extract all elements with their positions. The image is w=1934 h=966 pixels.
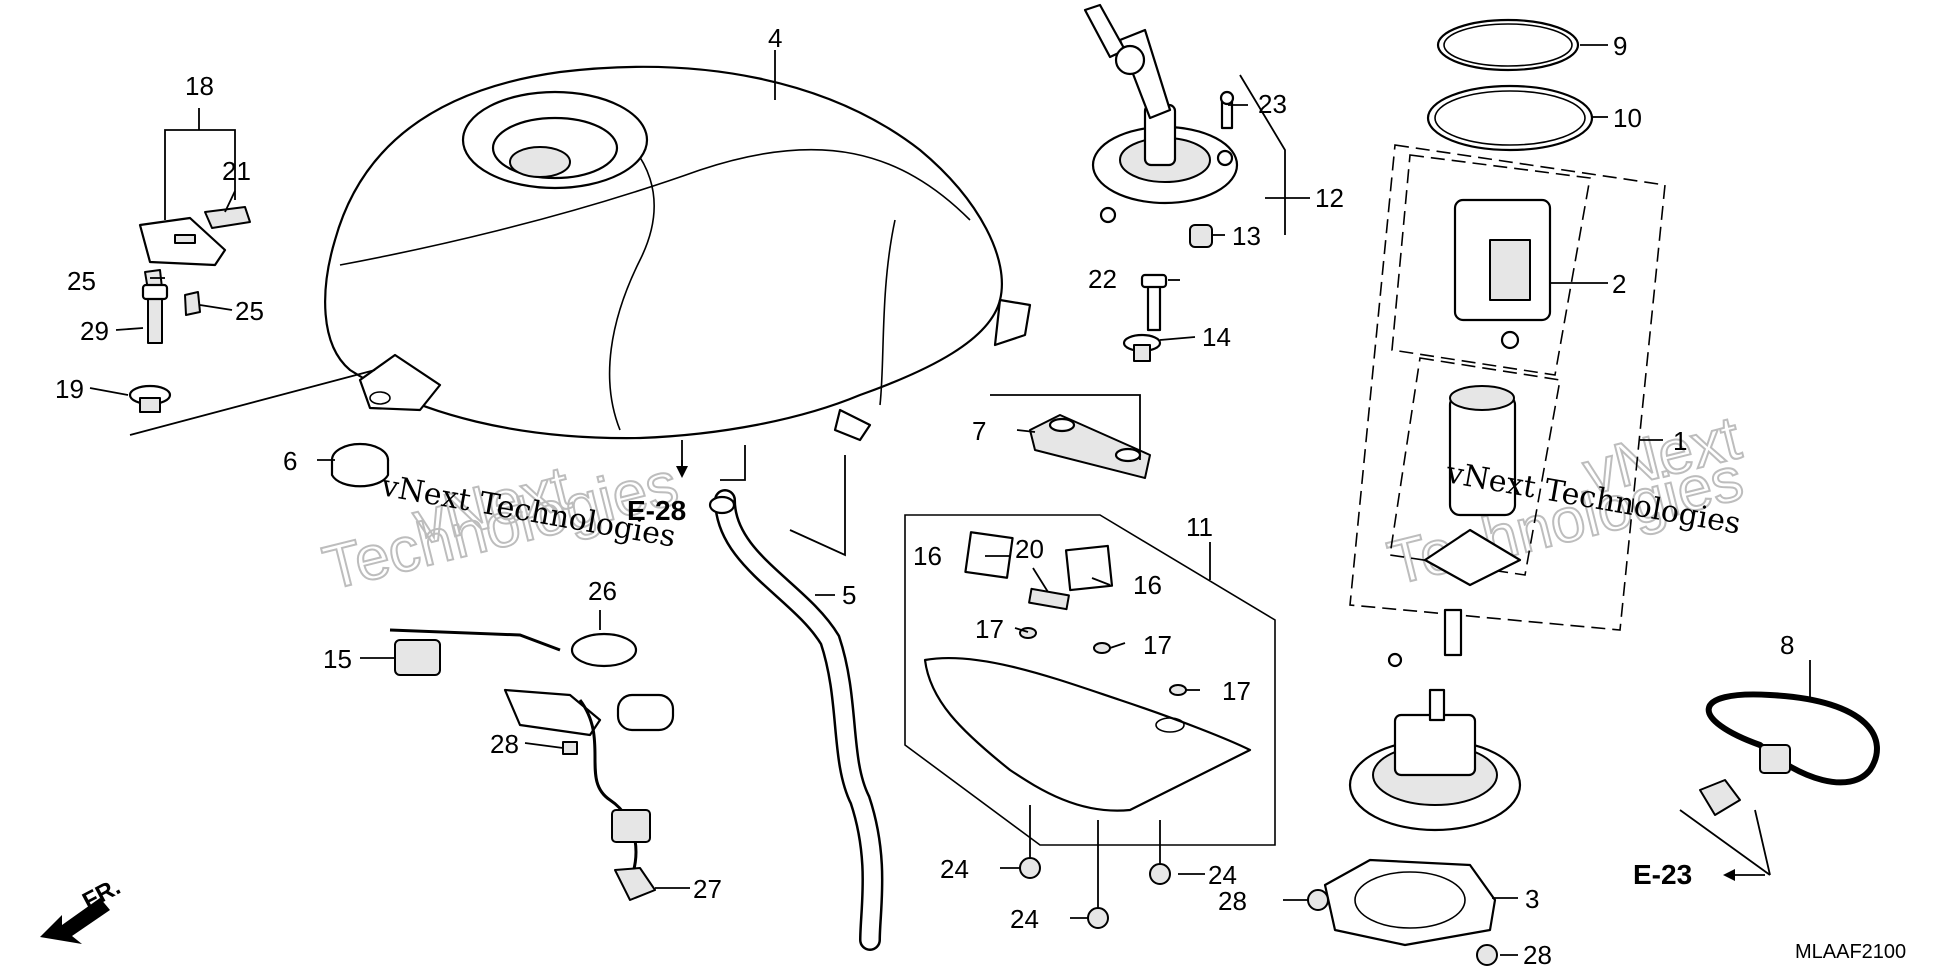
clip-28-icon xyxy=(562,741,578,755)
o-ring-26-icon xyxy=(570,632,638,668)
cap-plug-icon xyxy=(1189,224,1213,248)
callout-24c: 24 xyxy=(1208,860,1237,890)
clip-27-icon xyxy=(614,867,656,901)
filter-group-outline xyxy=(1391,154,1591,376)
callout-11: 11 xyxy=(1186,512,1213,542)
section-references: E-28 E-23 xyxy=(627,460,1765,890)
bolt-23-icon xyxy=(1219,90,1235,130)
diagram-code: MLAAF2100 xyxy=(1795,941,1906,963)
callout-17b: 17 xyxy=(1143,630,1172,660)
callout-12: 12 xyxy=(1315,183,1344,213)
callout-15: 15 xyxy=(323,644,352,674)
callout-25b: 25 xyxy=(235,296,264,326)
wire-harness-8-icon xyxy=(1699,691,1880,816)
fuel-cap-assembly-icon xyxy=(1083,3,1239,224)
fuel-tank-icon xyxy=(324,65,1032,442)
callout-6: 6 xyxy=(283,446,297,476)
collar-19-icon xyxy=(128,384,172,413)
callout-22: 22 xyxy=(1088,264,1117,294)
gasket-icon xyxy=(1323,858,1497,947)
callout-2: 2 xyxy=(1612,269,1626,299)
leader-lines xyxy=(89,44,1811,956)
pad-16a-icon xyxy=(964,531,1014,579)
bolt-29-icon xyxy=(141,283,169,344)
rubber-7-icon xyxy=(1029,414,1151,479)
callout-24a: 24 xyxy=(940,854,969,884)
callout-1: 1 xyxy=(1673,426,1687,456)
front-arrow-icon xyxy=(40,898,110,944)
callout-14: 14 xyxy=(1202,322,1231,352)
callout-25a: 25 xyxy=(67,266,96,296)
callout-28a: 28 xyxy=(490,729,519,759)
callout-19: 19 xyxy=(55,374,84,404)
callout-29: 29 xyxy=(80,316,109,346)
pad-16b-icon xyxy=(1064,544,1114,592)
callout-9: 9 xyxy=(1613,31,1627,61)
callout-13: 13 xyxy=(1232,221,1261,251)
callout-10: 10 xyxy=(1613,103,1642,133)
pump-group-outline xyxy=(1389,357,1561,576)
callout-23: 23 xyxy=(1258,89,1287,119)
callout-16a: 16 xyxy=(913,541,942,571)
heat-guard-icon xyxy=(923,656,1252,812)
o-ring-10-icon xyxy=(1426,84,1594,152)
bracket-18-icon xyxy=(138,216,227,267)
bolt-22-icon xyxy=(1140,273,1168,332)
fuel-filter-icon xyxy=(1453,198,1552,350)
callout-28b: 28 xyxy=(1218,886,1247,916)
callout-17c: 17 xyxy=(1222,676,1251,706)
rubber-6-icon xyxy=(330,442,390,488)
washer-28-icon xyxy=(1307,889,1498,966)
rubber-21-icon xyxy=(204,206,251,229)
callout-16b: 16 xyxy=(1133,570,1162,600)
callout-4: 4 xyxy=(768,23,782,53)
pump-unit-base-icon xyxy=(1348,688,1522,832)
reference-e23: E-23 xyxy=(1633,859,1692,890)
callout-20: 20 xyxy=(1015,534,1044,564)
callout-21: 21 xyxy=(222,156,251,186)
collar-14-icon xyxy=(1122,333,1162,362)
callout-27: 27 xyxy=(693,874,722,904)
callout-17a: 17 xyxy=(975,614,1004,644)
callout-24b: 24 xyxy=(1010,904,1039,934)
callout-7: 7 xyxy=(972,416,986,446)
callout-3: 3 xyxy=(1525,884,1539,914)
callout-5: 5 xyxy=(842,580,856,610)
callout-26: 26 xyxy=(588,576,617,606)
heat-guard-outline xyxy=(904,514,1276,846)
callout-18: 18 xyxy=(185,71,214,101)
nut-24-icon xyxy=(1019,857,1171,929)
reference-e28: E-28 xyxy=(627,495,686,526)
callout-28c: 28 xyxy=(1523,940,1552,966)
o-ring-9-icon xyxy=(1436,18,1580,72)
fuel-level-sender-icon xyxy=(389,628,675,881)
drain-hose-icon xyxy=(708,489,884,951)
fuel-pump-icon xyxy=(1387,385,1522,668)
callout-labels: 1 2 3 4 5 6 7 8 9 10 11 12 13 14 15 16 1… xyxy=(55,23,1794,966)
callout-8: 8 xyxy=(1780,630,1794,660)
pad-20-icon xyxy=(1028,587,1070,611)
pump-assembly-outline xyxy=(1349,144,1666,631)
